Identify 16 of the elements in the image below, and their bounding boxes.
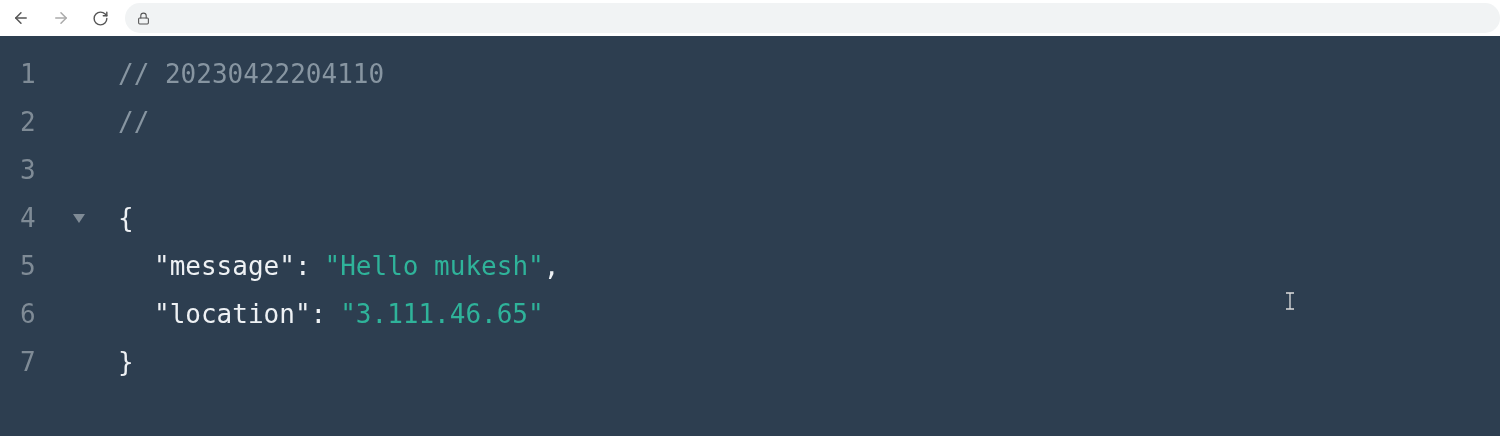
json-brace: { bbox=[118, 201, 134, 235]
line-number: 4 bbox=[20, 201, 36, 235]
line-number: 6 bbox=[20, 297, 36, 331]
json-string: "Hello mukesh" bbox=[324, 249, 544, 283]
json-comma: , bbox=[543, 249, 560, 283]
json-string: "3.111.46.65" bbox=[340, 297, 544, 331]
code-comment: // bbox=[118, 105, 150, 139]
line-number: 3 bbox=[20, 153, 36, 187]
line-number: 7 bbox=[20, 345, 36, 379]
json-key: "message": bbox=[154, 246, 311, 286]
json-brace: } bbox=[118, 345, 134, 379]
line-number: 1 bbox=[20, 57, 36, 91]
code-comment: // 20230422204110 bbox=[118, 57, 385, 91]
json-key: "location": bbox=[154, 294, 327, 334]
line-number: 2 bbox=[20, 105, 36, 139]
line-number: 5 bbox=[20, 249, 36, 283]
